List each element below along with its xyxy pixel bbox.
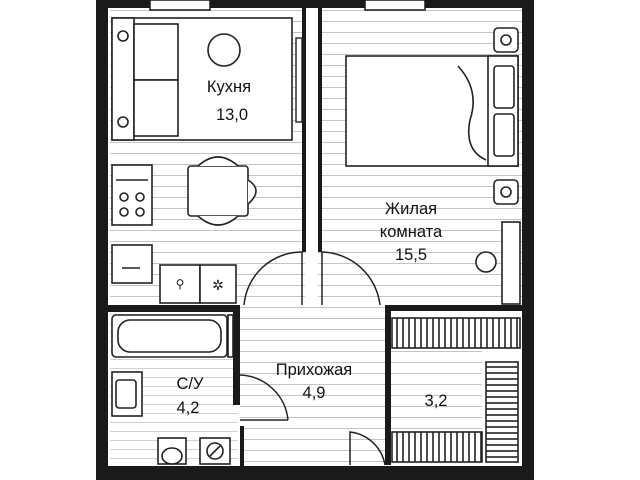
dining-table — [187, 156, 257, 226]
bathroom-fixtures — [111, 314, 234, 465]
living-name-line2: комната — [380, 223, 443, 241]
bathroom-name: С/У — [177, 375, 205, 393]
interior-walls — [108, 0, 522, 466]
lamp-icon — [207, 33, 241, 67]
bathroom-area: 4,2 — [177, 399, 200, 417]
hallway-name: Прихожая — [276, 361, 352, 379]
hallway-area: 4,9 — [303, 384, 326, 402]
kitchen-radiator — [295, 37, 303, 123]
bedside-lamp-icon — [500, 34, 512, 46]
kitchen-sink-icon — [111, 244, 153, 284]
kitchen-name: Кухня — [207, 78, 251, 96]
socket-icon: ⚲ — [176, 277, 185, 291]
living-name-line1: Жилая — [385, 200, 437, 218]
bed — [345, 27, 519, 205]
living-desk — [475, 221, 521, 305]
gear-icon: ✲ — [212, 278, 224, 294]
room-labels: Кухня 13,0 Жилая комната 15,5 Прихожая 4… — [177, 78, 448, 417]
stove-burner-icon — [119, 192, 129, 202]
windows — [149, 0, 426, 11]
living-area: 15,5 — [395, 246, 427, 264]
closet-area: 3,2 — [425, 392, 448, 410]
kitchen-area: 13,0 — [216, 106, 248, 124]
kitchen-sofa — [111, 17, 293, 141]
wardrobes — [391, 317, 521, 463]
doors — [239, 251, 386, 466]
kitchen-counter — [111, 164, 237, 304]
exterior-walls — [96, 0, 534, 480]
